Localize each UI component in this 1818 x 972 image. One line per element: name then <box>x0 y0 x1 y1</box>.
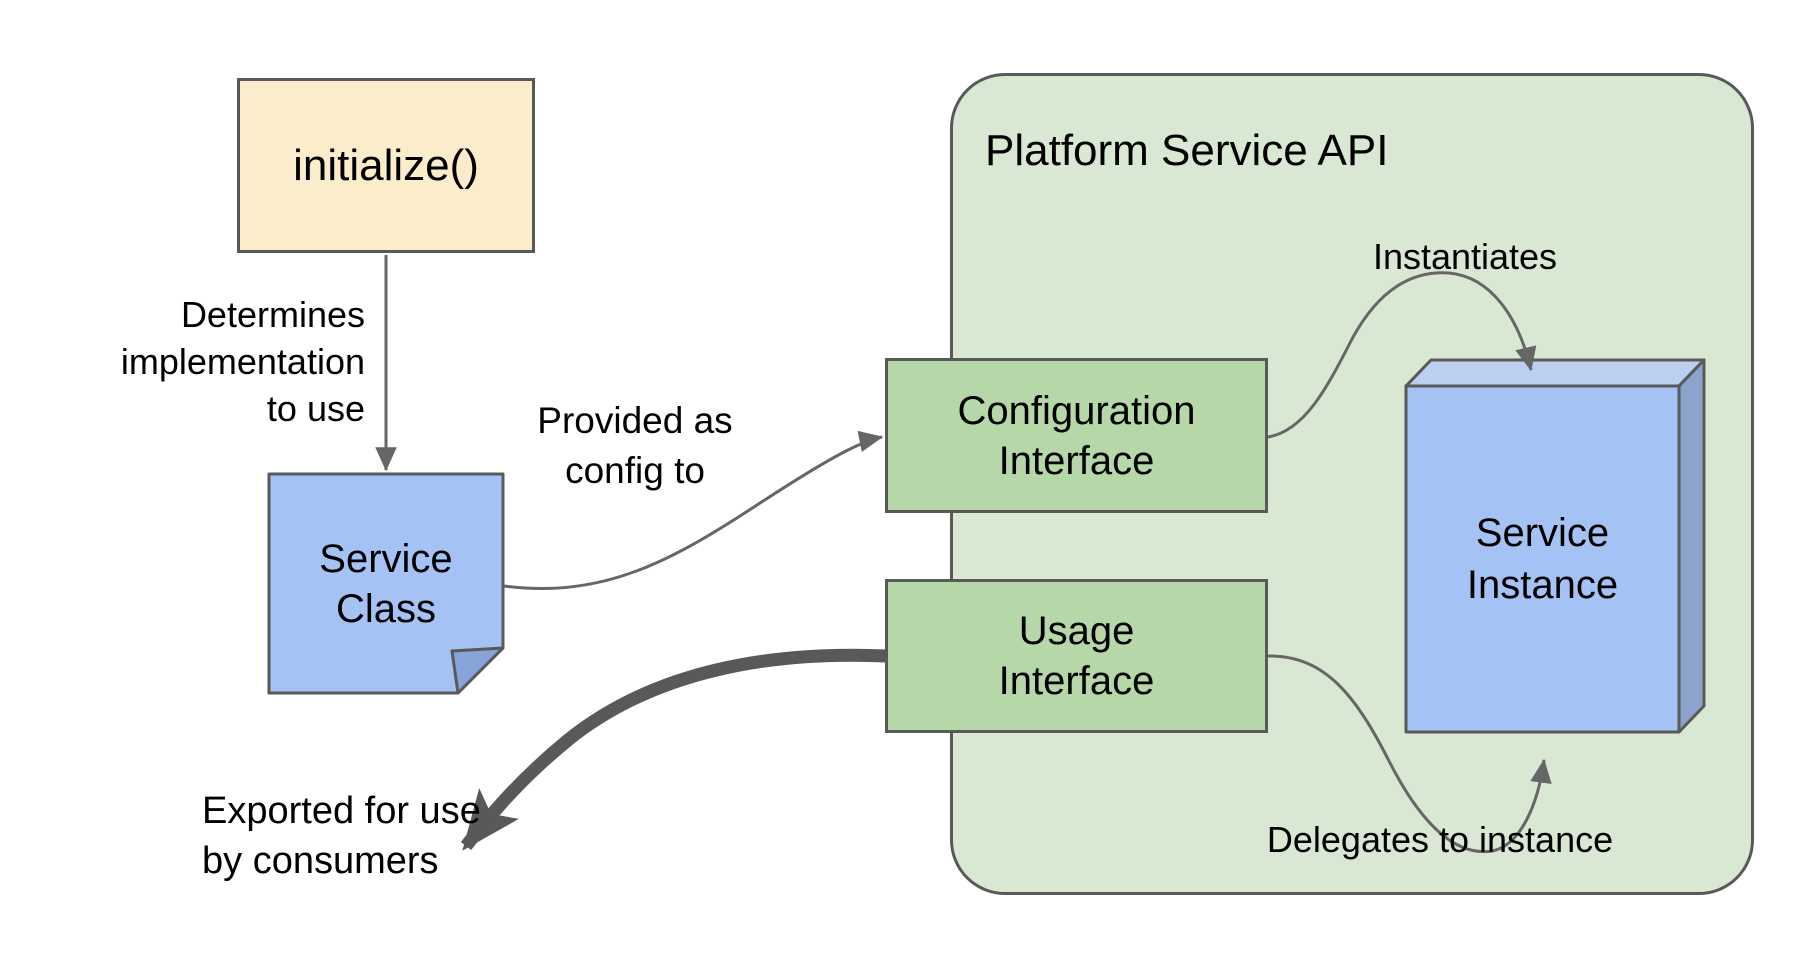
service-instance-cube <box>1404 358 1706 734</box>
service-instance-label: Service Instance <box>1466 511 1619 607</box>
service-instance-label-wrap: Service Instance <box>1406 386 1679 732</box>
exported-for-consumers-arrow <box>460 648 887 851</box>
initialize-box: initialize() <box>237 78 535 253</box>
platform-service-api-title: Platform Service API <box>985 126 1389 175</box>
cube-top-face <box>1404 358 1706 388</box>
service-class-note <box>267 472 505 695</box>
service-class-to-configuration-arrow <box>503 430 884 590</box>
service-class-label-wrap: Service Class <box>269 474 503 693</box>
instantiates-arrow <box>1267 271 1537 439</box>
cube-front-face <box>1404 384 1681 734</box>
configuration-interface-box: Configuration Interface <box>885 358 1268 513</box>
initialize-label: initialize() <box>293 140 479 190</box>
instantiates-label: Instantiates <box>1372 236 1558 277</box>
service-class-label: Service Class <box>319 536 453 631</box>
usage-interface-box: Usage Interface <box>885 579 1268 733</box>
note-fold-corner <box>450 646 505 695</box>
configuration-interface-label: Configuration Interface <box>957 388 1196 483</box>
delegates-to-instance-arrow <box>1267 654 1552 854</box>
determines-implementation-label: Determines implementation to use <box>120 294 365 429</box>
provided-as-config-label: Provided as config to <box>537 400 733 491</box>
exported-for-use-label: Exported for use by consumers <box>202 790 481 882</box>
usage-interface-label: Usage Interface <box>998 609 1155 703</box>
delegates-to-instance-label: Delegates to instance <box>1266 819 1614 860</box>
cube-side-face <box>1677 358 1706 734</box>
